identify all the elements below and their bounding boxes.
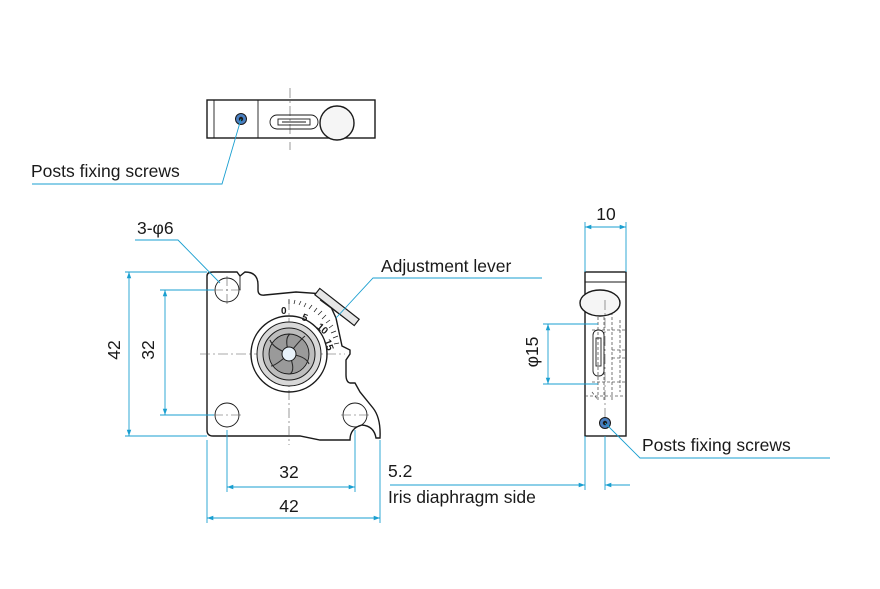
- iris-outer-ring: [250, 315, 328, 393]
- iris-diaphragm-side-label: Iris diaphragm side: [388, 487, 536, 507]
- dim-offset: 5.2: [388, 461, 412, 481]
- scale-ticks: [288, 299, 340, 345]
- scale-mark: 0: [281, 306, 287, 317]
- hole-callout-label: 3-φ6: [137, 218, 174, 238]
- dim-width-inner: 32: [279, 462, 298, 482]
- top-view: Posts fixing screws: [31, 88, 376, 185]
- scale-mark: 15: [321, 338, 335, 353]
- front-view: 0 5 10 15 Adjustment lever 3-φ6 42 32 32: [104, 218, 542, 523]
- dim-depth: 10: [596, 204, 616, 224]
- dim-height-inner: 32: [138, 340, 158, 359]
- dim-aperture: φ15: [522, 337, 542, 368]
- scale-mark: 5: [300, 312, 309, 324]
- lever-knob: [319, 105, 355, 141]
- side-view: Posts fixing screws 10 φ15 5.2 Iris diap…: [388, 204, 830, 507]
- posts-fixing-screws-side-label: Posts fixing screws: [642, 435, 791, 455]
- dim-height-outer: 42: [104, 340, 124, 359]
- scale-mark: 10: [314, 322, 330, 338]
- posts-fixing-screws-top-label: Posts fixing screws: [31, 161, 180, 181]
- adjustment-lever: [313, 287, 361, 327]
- lever-knob: [579, 289, 621, 317]
- adjustment-lever-label: Adjustment lever: [381, 256, 512, 276]
- dim-width-outer: 42: [279, 496, 298, 516]
